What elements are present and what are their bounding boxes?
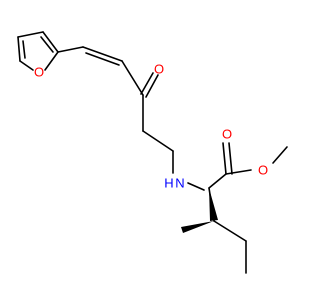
amine-hydrogen-label: H	[164, 176, 173, 191]
ketone-double-bond-2	[145, 74, 159, 98]
canvas-background	[0, 0, 300, 300]
ester-ether-oxygen-label: O	[258, 163, 268, 178]
ester-carbonyl-double-bond-1	[222, 142, 227, 175]
bond-alpha-to-beta-carbon	[208, 187, 215, 222]
ketone-oxygen-label: O	[154, 62, 164, 77]
molecule-structure: O O H N O O	[0, 0, 300, 300]
bond-beta-to-ethyl	[213, 220, 247, 242]
ketone-double-bond-1	[140, 72, 154, 95]
amine-nitrogen-label: N	[175, 176, 184, 191]
vinyl-double-bond-outer	[82, 46, 123, 62]
ester-carbonyl-oxygen-label: O	[222, 127, 232, 142]
furan-bond-c3-c4	[17, 31, 44, 38]
amine-group: H N	[164, 176, 205, 191]
furan-bond-c4-c5	[17, 36, 21, 62]
furan-oxygen-label: O	[34, 65, 44, 80]
enone-chain: O	[57, 46, 174, 174]
furan-bond-c2-c3-inner	[40, 36, 54, 53]
bond-vinyl-to-carbonyl	[121, 60, 144, 96]
bond-ester-carbon-to-oxygen	[225, 169, 252, 175]
bond-alpha-to-ester-carbon	[208, 173, 227, 189]
furan-bond-c5-o	[19, 60, 34, 71]
methyl-ester-group: O O	[222, 127, 288, 178]
bond-nitrogen-to-alpha-carbon	[187, 182, 205, 191]
furan-ring: O	[17, 31, 59, 80]
bond-oxygen-to-methyl	[272, 146, 288, 164]
furan-bond-c4-c5-inner	[22, 40, 26, 59]
alpha-carbon-stereo-wedge	[209, 188, 218, 221]
bond-ch2-to-ch2	[142, 130, 174, 152]
vinyl-double-bond-inner	[85, 52, 120, 66]
ester-carbonyl-double-bond-2	[228, 142, 233, 175]
isoleucine-backbone	[181, 173, 247, 274]
bond-furan-to-vinyl	[57, 46, 84, 53]
furan-bond-c2-c3	[42, 31, 59, 53]
furan-bond-o-c2	[44, 51, 59, 71]
beta-carbon-stereo-wedge	[181, 221, 214, 233]
